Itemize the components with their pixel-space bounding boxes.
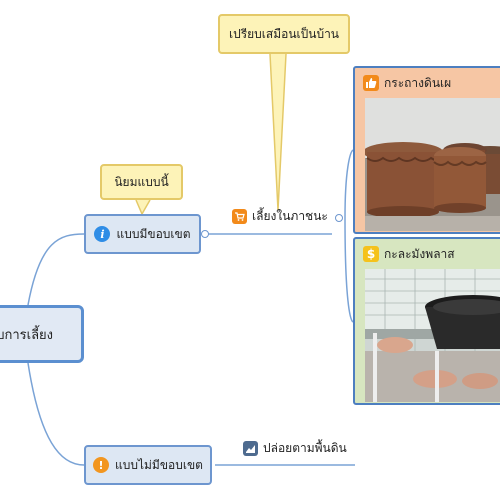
branch-bounded-label: แบบมีขอบเขต (116, 226, 191, 241)
connector-container-clay (344, 149, 354, 219)
callout-house[interactable]: เปรียบเสมือนเป็นบ้าน (218, 14, 350, 54)
connector-root-unbounded (27, 362, 85, 466)
card-clay-title: กระถางดินเผ (363, 72, 451, 94)
subtopic-ground[interactable]: ปล่อยตามพื้นดิน (243, 439, 347, 458)
dollar-icon: $ (363, 246, 379, 262)
plastic-basin-photo (365, 269, 500, 402)
chart-icon (243, 441, 258, 456)
subtopic-container-label: เลี้ยงในภาชนะ (252, 209, 328, 223)
callout-house-text: เปรียบเสมือนเป็นบ้าน (228, 26, 340, 41)
cart-icon (232, 209, 247, 224)
card-plastic-title-text: กะละมังพลาส (384, 246, 455, 261)
branch-unbounded-label: แบบไม่มีขอบเขต (115, 457, 203, 472)
connector-root-bounded (27, 233, 85, 306)
card-clay-title-text: กระถางดินเผ (384, 75, 452, 90)
thumbs-up-icon (363, 75, 379, 91)
connector-popular-callout (135, 199, 151, 216)
card-plastic-basin[interactable]: $ กะละมังพลาส (353, 237, 500, 405)
subtopic-container[interactable]: เลี้ยงในภาชนะ (232, 207, 328, 226)
clay-pots-photo (365, 98, 500, 231)
callout-popular[interactable]: นิยมแบบนี้ (100, 164, 183, 200)
exclamation-icon: ! (93, 457, 110, 473)
branch-bounded[interactable]: i แบบมีขอบเขต (84, 214, 201, 254)
callout-popular-text: นิยมแบบนี้ (114, 174, 169, 189)
collapse-toggle-bounded[interactable] (201, 230, 209, 238)
subtopic-ground-label: ปล่อยตามพื้นดิน (263, 441, 347, 455)
root-topic[interactable]: บการเลี้ยง (0, 305, 84, 363)
root-topic-label: บการเลี้ยง (0, 327, 53, 343)
info-icon: i (94, 226, 111, 242)
card-plastic-title: $ กะละมังพลาส (363, 243, 455, 265)
connector-container-plastic (344, 217, 354, 323)
branch-unbounded[interactable]: ! แบบไม่มีขอบเขต (84, 445, 212, 485)
collapse-toggle-container[interactable] (335, 214, 343, 222)
connector-house-callout (269, 53, 287, 211)
card-clay-pot[interactable]: กระถางดินเผ (353, 66, 500, 234)
